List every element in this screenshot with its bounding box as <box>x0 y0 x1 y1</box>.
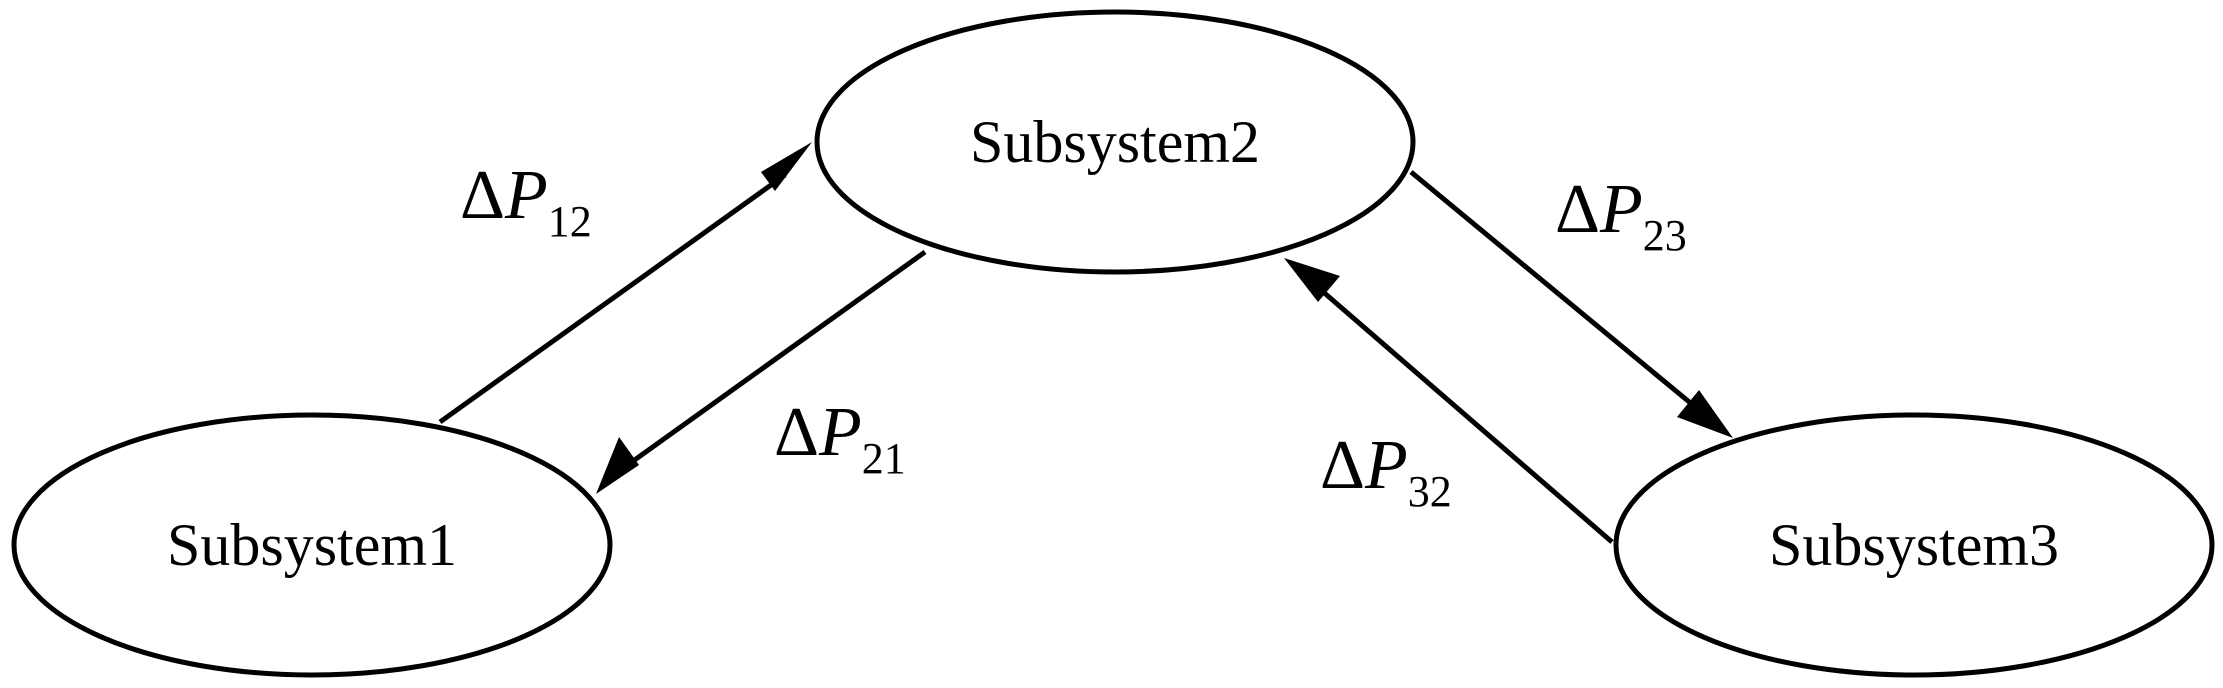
edge-2-to-3-arrowhead <box>1677 390 1733 438</box>
edge-label-dp23-subscript: 23 <box>1643 211 1687 260</box>
edge-label-dp12-variable: P <box>504 157 548 234</box>
node-subsystem1-ellipse <box>11 412 613 678</box>
node-subsystem2: Subsystem2 <box>814 9 1416 275</box>
edge-3-to-2 <box>1284 258 1614 544</box>
node-subsystem3-label: Subsystem3 <box>1769 512 2059 578</box>
edge-label-dp21: ΔP21 <box>774 394 906 483</box>
node-subsystem2-label: Subsystem2 <box>970 109 1260 175</box>
edge-3-to-2-line <box>1312 282 1614 544</box>
node-subsystem3-ellipse <box>1613 412 2215 678</box>
edge-label-dp12-subscript: 12 <box>548 197 592 246</box>
edge-2-to-1 <box>596 249 927 494</box>
edge-2-to-1-line <box>627 249 927 467</box>
edge-label-dp12: ΔP12 <box>460 157 592 246</box>
edge-label-dp23: ΔP23 <box>1555 171 1687 260</box>
edge-label-dp23-symbol: Δ <box>1555 171 1600 248</box>
edge-2-to-1-arrowhead <box>596 437 639 494</box>
edge-label-dp21-variable: P <box>818 394 862 471</box>
edge-2-to-3-line <box>1409 170 1707 417</box>
node-subsystem1-label: Subsystem1 <box>167 512 457 578</box>
edge-label-dp21-symbol: Δ <box>774 394 819 471</box>
edge-2-to-3 <box>1409 170 1733 438</box>
edge-1-to-2-arrowhead <box>761 142 812 191</box>
edge-1-to-2-line <box>438 172 787 425</box>
edge-label-dp23-variable: P <box>1599 171 1643 248</box>
edge-label-dp12-symbol: Δ <box>460 157 505 234</box>
edge-label-dp21-subscript: 21 <box>862 434 906 483</box>
edge-label-dp32-variable: P <box>1364 427 1408 504</box>
node-subsystem2-ellipse <box>814 9 1416 275</box>
edge-1-to-2 <box>438 142 812 425</box>
edge-label-dp32-symbol: Δ <box>1320 427 1365 504</box>
node-subsystem1: Subsystem1 <box>11 412 613 678</box>
edge-3-to-2-arrowhead <box>1284 258 1340 302</box>
edge-label-dp32: ΔP32 <box>1320 427 1452 516</box>
edge-label-dp32-subscript: 32 <box>1408 467 1452 516</box>
node-subsystem3: Subsystem3 <box>1613 412 2215 678</box>
